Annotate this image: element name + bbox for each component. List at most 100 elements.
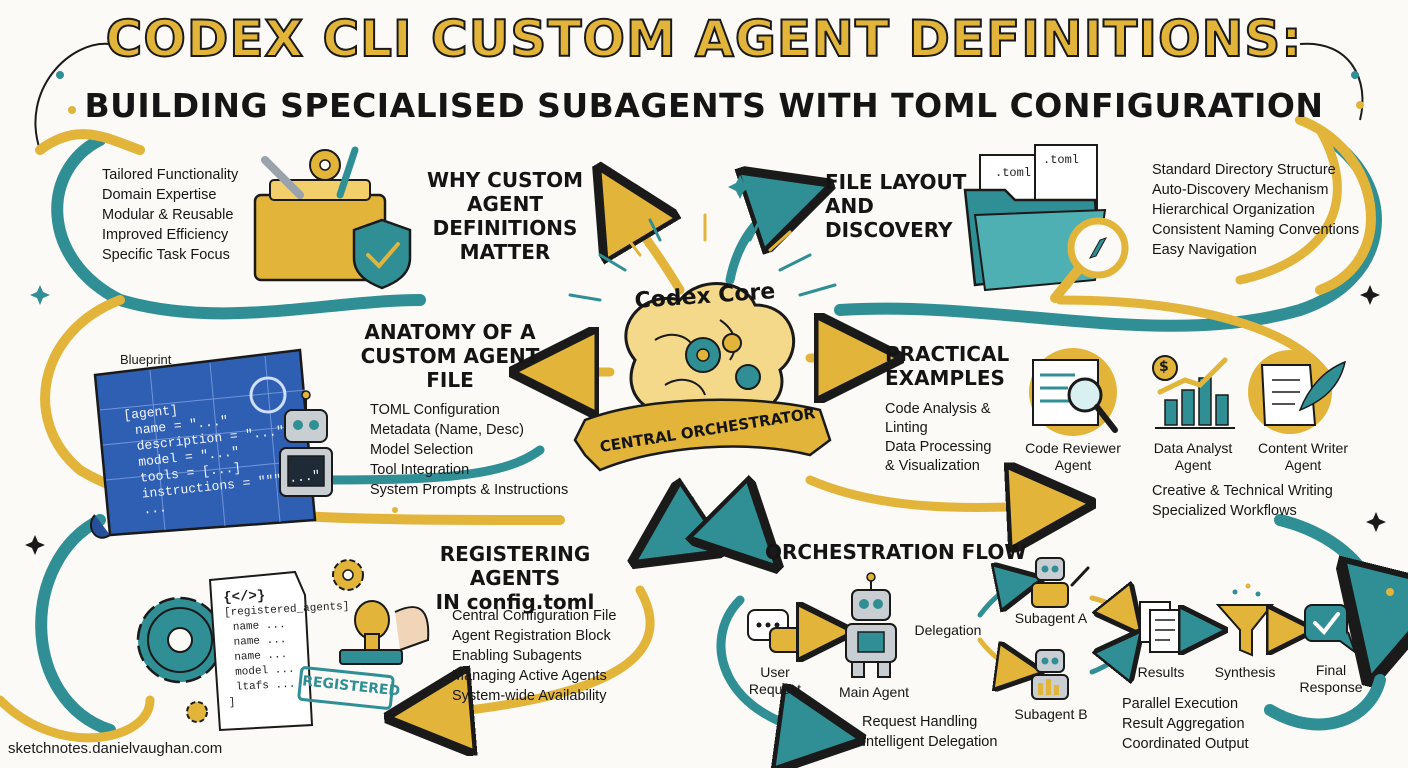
chat-bubble-icon — [747, 609, 803, 653]
ribbon-top-sweep-gold — [35, 129, 145, 155]
toml-file-label-2: .toml — [1043, 153, 1080, 167]
stamp-icon — [339, 600, 430, 665]
synthesis-label: Synthesis — [1214, 664, 1276, 680]
register-item: Managing Active Agents — [452, 668, 607, 684]
bar-chart-icon — [1152, 355, 1235, 429]
results-label: Results — [1137, 664, 1185, 680]
funnel-icon — [1215, 583, 1275, 657]
arrow-core-to-file — [725, 195, 800, 285]
registered-stamp-box — [297, 666, 395, 710]
register-heading: REGISTERING AGENTS IN config.toml — [435, 542, 595, 614]
small-gear-icon-2 — [186, 701, 208, 723]
practical-item: Code Analysis & — [885, 401, 991, 417]
user-request-label: User Request — [748, 664, 802, 697]
file-item: Easy Navigation — [1152, 242, 1257, 258]
subagent-a-robot-icon — [1031, 557, 1090, 608]
data-analyst-label: Data Analyst Agent — [1153, 440, 1233, 473]
blueprint-code: [agent] name = "..." description = "..."… — [122, 402, 321, 518]
arrow-register-back — [420, 585, 655, 715]
magnifier-compass-icon — [1050, 217, 1129, 303]
subtitle: BUILDING SPECIALISED SUBAGENTS WITH TOML… — [84, 86, 1324, 125]
shield-check-icon — [352, 218, 412, 290]
practical-extra: Creative & Technical Writing Specialized… — [1152, 483, 1333, 519]
practical-item: & Visualization — [885, 458, 980, 474]
subagent-b-label: Subagent B — [1014, 706, 1088, 722]
register-item: Enabling Subagents — [452, 648, 582, 664]
anatomy-item: System Prompts & Instructions — [370, 482, 569, 498]
arrow-core-right-sweep — [805, 480, 1060, 507]
file-heading: FILE LAYOUT AND DISCOVERY — [825, 170, 967, 242]
blueprint-icon — [90, 348, 317, 539]
file-item: Hierarchical Organization — [1152, 202, 1315, 218]
subagent-b-robot-icon — [1031, 649, 1069, 700]
register-list: Central Configuration File Agent Registr… — [452, 606, 616, 706]
blueprint-label: Blueprint — [120, 352, 172, 367]
burst-lines-gold — [623, 213, 792, 257]
final-response-label: Final Response — [1299, 662, 1363, 695]
arrow-main-to-b — [977, 637, 1025, 670]
arrow-anatomy-sweep — [295, 445, 545, 485]
arrow-a-to-results — [1089, 598, 1130, 620]
ribbon-bottom-left-gold — [0, 695, 155, 743]
sparkles — [25, 71, 1394, 596]
documents-icon — [1139, 601, 1181, 653]
arrow-flow-down — [716, 595, 830, 735]
folder-icon — [963, 144, 1107, 292]
practical-item: Linting — [885, 420, 928, 436]
content-writer-label: Content Writer Agent — [1258, 440, 1348, 473]
anatomy-item: TOML Configuration — [370, 402, 500, 418]
ribbon-bottom-right-teal — [1264, 674, 1386, 731]
burst-lines — [568, 218, 837, 302]
delegation-label: Delegation — [914, 622, 982, 638]
why-list: Tailored Functionality Domain Expertise … — [102, 165, 238, 265]
arrow-core-to-why — [615, 195, 685, 295]
anatomy-item: Model Selection — [370, 442, 474, 458]
main-title: CODEX CLI CUSTOM AGENT DEFINITIONS: — [105, 9, 1303, 69]
ribbon-bottom-left-teal — [35, 514, 116, 736]
code-reviewer-label: Code Reviewer Agent — [1025, 440, 1121, 473]
ribbon-top-left — [34, 42, 111, 151]
toml-file-label-1: .toml — [995, 166, 1032, 180]
config-paper-shape — [208, 570, 314, 732]
robot-icon — [279, 390, 333, 497]
why-item: Modular & Reusable — [102, 207, 234, 223]
register-item: System-wide Availability — [452, 688, 607, 704]
anatomy-item: Metadata (Name, Desc) — [370, 422, 524, 438]
arrow-main-to-a — [977, 582, 1025, 618]
ribbon-arc-right-gold — [1235, 125, 1342, 285]
arrow-core-to-flow — [730, 500, 755, 545]
dollar-sign: $ — [1159, 359, 1169, 375]
anatomy-list: TOML Configuration Metadata (Name, Desc)… — [370, 400, 568, 500]
core-banner-shape — [573, 398, 832, 472]
arrow-core-to-register — [660, 500, 690, 545]
footer-credit: sketchnotes.danielvaughan.com — [8, 740, 223, 757]
code-review-icon — [1029, 348, 1118, 436]
file-item: Auto-Discovery Mechanism — [1152, 182, 1329, 198]
why-item: Specific Task Focus — [102, 247, 230, 263]
file-item: Consistent Naming Conventions — [1152, 222, 1360, 238]
check-bubble-icon — [1304, 604, 1358, 655]
gear-icon — [136, 596, 224, 684]
ribbon-right-lower-teal — [1274, 514, 1382, 640]
subagent-a-label: Subagent A — [1014, 610, 1088, 626]
arrow-b-to-results — [1089, 645, 1130, 672]
why-item: Domain Expertise — [102, 187, 217, 203]
why-heading: WHY CUSTOM AGENT DEFINITIONS MATTER — [426, 168, 584, 264]
register-item: Agent Registration Block — [452, 628, 611, 644]
why-item: Improved Efficiency — [102, 227, 229, 243]
practical-item: Data Processing — [885, 439, 992, 455]
flow-notes-right: Parallel Execution Result Aggregation Co… — [1122, 696, 1249, 752]
file-list: Standard Directory Structure Auto-Discov… — [1152, 160, 1359, 260]
flow-notes-left: Request Handling Intelligent Delegation — [862, 714, 998, 750]
why-item: Tailored Functionality — [102, 167, 239, 183]
anatomy-heading: ANATOMY OF A CUSTOM AGENT FILE — [360, 320, 540, 392]
register-item: Central Configuration File — [452, 608, 617, 624]
practical-list: Code Analysis & Linting Data Processing … — [885, 400, 991, 476]
practical-heading: PRACTICAL EXAMPLES — [885, 342, 1010, 390]
main-agent-label: Main Agent — [838, 684, 910, 700]
small-gear-icon-1 — [332, 559, 364, 591]
flow-heading: ORCHESTRATION FLOW — [765, 540, 1027, 564]
file-item: Standard Directory Structure — [1152, 162, 1336, 178]
anatomy-item: Tool Integration — [370, 462, 470, 478]
